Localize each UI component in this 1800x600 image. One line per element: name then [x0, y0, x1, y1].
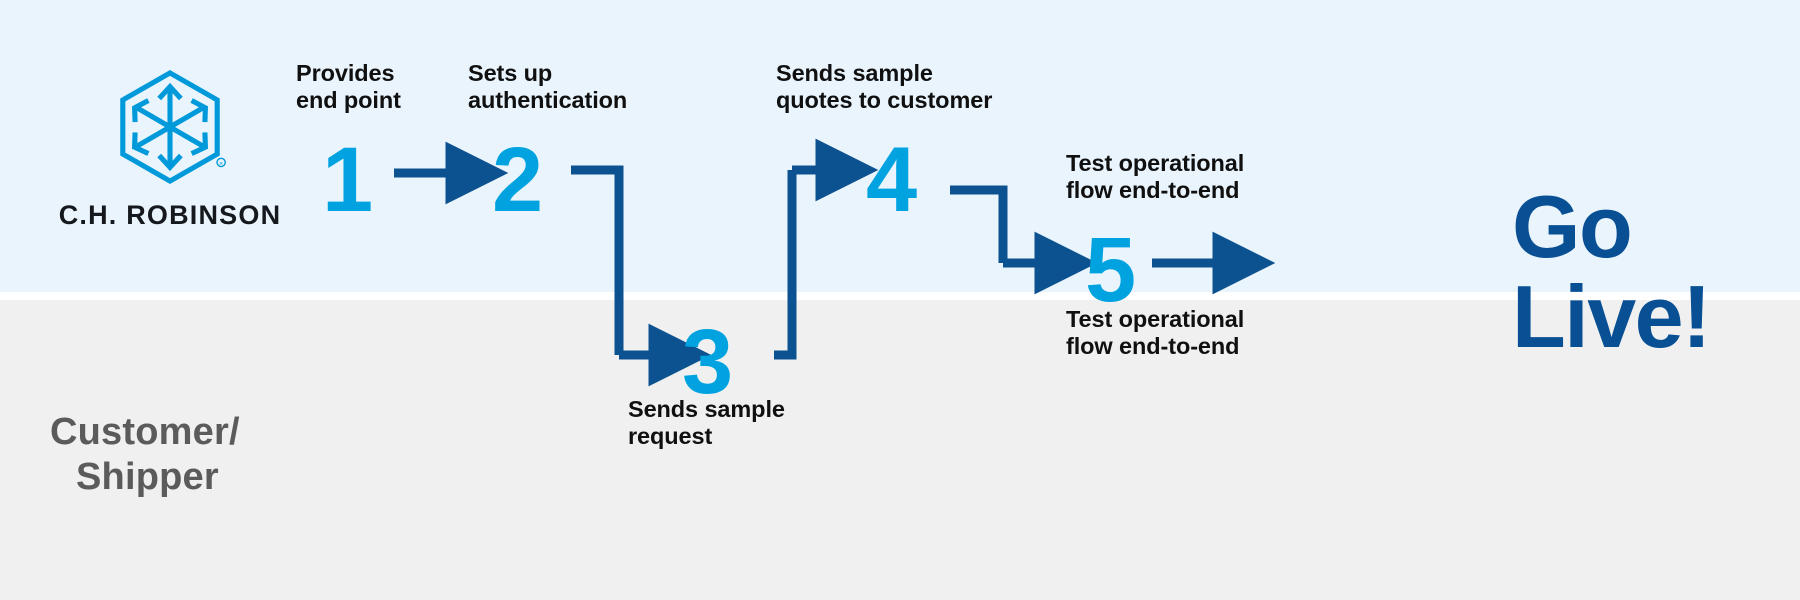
logo-wordmark: C.H. ROBINSON — [58, 200, 282, 230]
step-5-number: 5 — [1085, 219, 1136, 321]
step-5-caption-top: Test operational flow end-to-end — [1066, 150, 1245, 204]
step-2-caption: Sets up authentication — [468, 60, 628, 114]
step-2-number: 2 — [492, 129, 543, 231]
step-1-number: 1 — [322, 129, 373, 231]
step-4-number: 4 — [866, 129, 917, 231]
step-3-caption: Sends sample request — [628, 396, 785, 450]
provider-lane-band — [0, 0, 1800, 292]
connector-step4-to-step5 — [950, 185, 1008, 263]
actor-line-1: Customer/ — [50, 411, 240, 453]
step-5-caption-bottom: Test operational flow end-to-end — [1066, 306, 1245, 360]
customer-lane-label: Customer/ Shipper — [50, 410, 240, 500]
connector-step3-to-step4 — [774, 170, 797, 360]
actor-line-2: Shipper — [76, 455, 219, 498]
svg-text:R: R — [219, 161, 223, 167]
step-4-caption: Sends sample quotes to customer — [776, 60, 993, 114]
go-live-callout: Go Live! — [1512, 177, 1711, 366]
go-live-line-1: Go — [1512, 177, 1633, 276]
step-3-number: 3 — [682, 311, 733, 413]
ch-robinson-logo: R C.H. ROBINSON — [44, 68, 296, 231]
hexagon-arrows-icon: R — [120, 69, 226, 185]
step-1-caption: Provides end point — [296, 60, 401, 114]
customer-lane-band — [0, 300, 1800, 600]
connector-step2-to-step3 — [571, 165, 624, 355]
go-live-line-2: Live! — [1512, 266, 1711, 366]
